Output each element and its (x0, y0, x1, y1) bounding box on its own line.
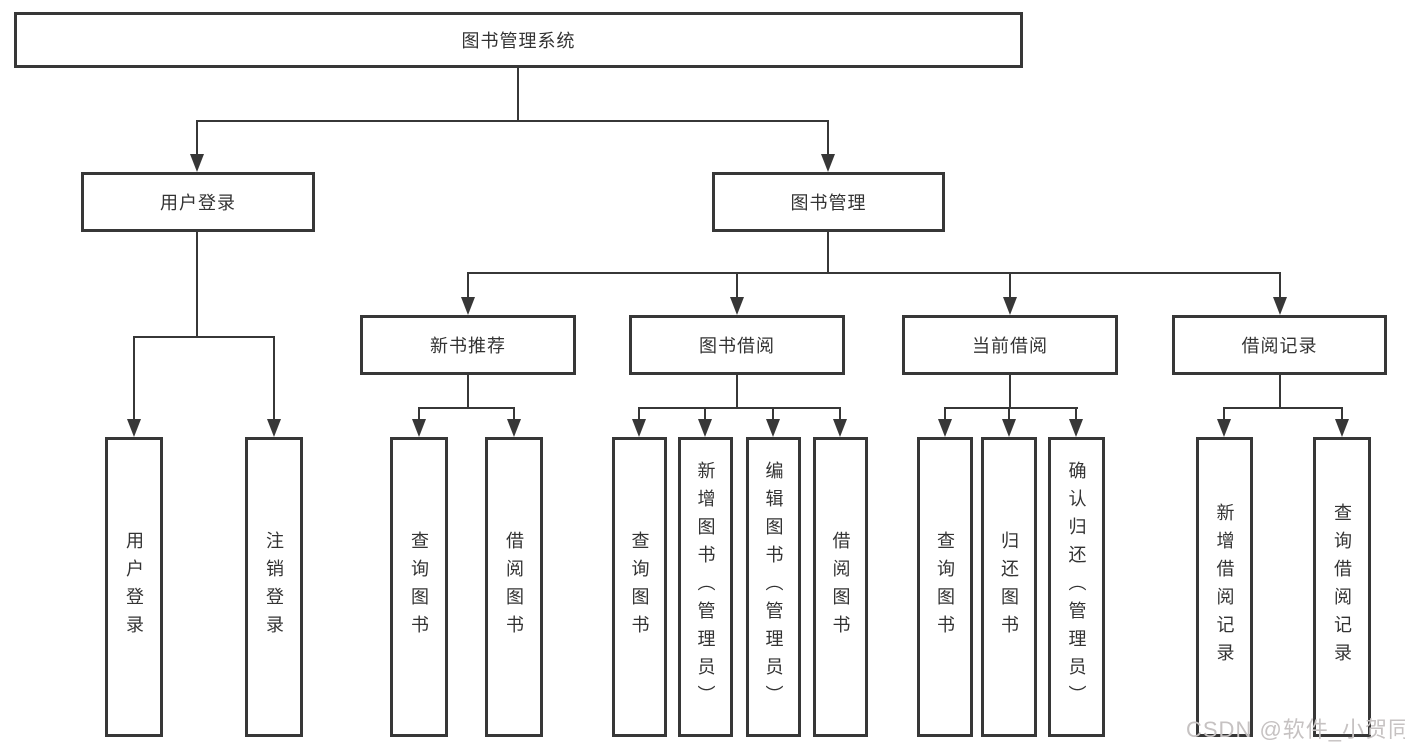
leaf-return-books: 归还图书 (981, 437, 1037, 737)
leaf-add-books-admin: 新增图书（管理员） (678, 437, 733, 737)
arrow-down-icon (938, 419, 952, 437)
arrow-down-icon (766, 419, 780, 437)
connector-hline (133, 336, 275, 338)
connector-vline (944, 407, 946, 421)
leaf-logout-login: 注销登录 (245, 437, 303, 737)
node-label: 新书推荐 (430, 336, 506, 356)
arrow-down-icon (1273, 297, 1287, 315)
connector-vline (467, 272, 469, 299)
connector-vline (1279, 375, 1281, 408)
leaf-label: 新增图书（管理员） (695, 461, 716, 713)
connector-hline (418, 407, 515, 409)
connector-vline (513, 407, 515, 421)
connector-vline (1075, 407, 1077, 421)
arrow-down-icon (1002, 419, 1016, 437)
node-label: 借阅记录 (1241, 336, 1318, 356)
arrow-down-icon (632, 419, 646, 437)
arrow-down-icon (461, 297, 475, 315)
leaf-confirm-return-admin: 确认归还（管理员） (1048, 437, 1105, 737)
arrow-down-icon (127, 419, 141, 437)
connector-vline (839, 407, 841, 421)
node-book-management: 图书管理 (712, 172, 945, 232)
connector-vline (827, 120, 829, 156)
leaf-label: 查询借阅记录 (1332, 503, 1352, 671)
arrow-down-icon (412, 419, 426, 437)
leaf-label: 用户登录 (124, 531, 144, 643)
leaf-label: 确认归还（管理员） (1066, 461, 1087, 713)
node-borrowing-records: 借阅记录 (1172, 315, 1387, 375)
leaf-label: 注销登录 (264, 531, 284, 643)
arrow-down-icon (821, 154, 835, 172)
connector-vline (1009, 272, 1011, 299)
node-label: 当前借阅 (972, 336, 1048, 356)
connector-vline (133, 336, 135, 420)
leaf-edit-books-admin: 编辑图书（管理员） (746, 437, 801, 737)
leaf-label: 查询图书 (935, 531, 955, 643)
leaf-label: 编辑图书（管理员） (763, 461, 784, 713)
leaf-label: 查询图书 (629, 531, 650, 643)
leaf-label: 借阅图书 (504, 531, 524, 643)
connector-vline (196, 120, 198, 156)
arrow-down-icon (1069, 419, 1083, 437)
node-label: 用户登录 (160, 193, 236, 213)
connector-hline (197, 120, 829, 122)
connector-vline (772, 407, 774, 421)
arrow-down-icon (1335, 419, 1349, 437)
connector-vline (517, 68, 519, 121)
connector-vline (418, 407, 420, 421)
connector-vline (1341, 407, 1343, 421)
connector-vline (704, 407, 706, 421)
arrow-down-icon (190, 154, 204, 172)
arrow-down-icon (698, 419, 712, 437)
leaf-label: 借阅图书 (830, 531, 851, 643)
connector-vline (467, 375, 469, 408)
node-label: 图书管理系统 (461, 31, 576, 51)
connector-vline (1279, 272, 1281, 299)
leaf-query-borrow-record: 查询借阅记录 (1313, 437, 1371, 737)
arrow-down-icon (1003, 297, 1017, 315)
leaf-query-books-current: 查询图书 (917, 437, 973, 737)
node-new-book-recommendation: 新书推荐 (360, 315, 576, 375)
connector-hline (1223, 407, 1343, 409)
connector-vline (196, 232, 198, 337)
arrow-down-icon (730, 297, 744, 315)
connector-vline (736, 375, 738, 408)
connector-hline (467, 272, 1281, 274)
csdn-watermark: CSDN @软件_小贺同学 (1186, 717, 1405, 742)
connector-vline (1009, 375, 1011, 408)
node-library-system: 图书管理系统 (14, 12, 1023, 68)
node-user-login: 用户登录 (81, 172, 315, 232)
leaf-user-login: 用户登录 (105, 437, 163, 737)
node-label: 图书管理 (790, 193, 867, 213)
node-label: 图书借阅 (699, 336, 775, 356)
node-book-borrowing: 图书借阅 (629, 315, 845, 375)
leaf-label: 归还图书 (999, 531, 1019, 643)
leaf-borrow-books-recommend: 借阅图书 (485, 437, 543, 737)
connector-vline (1223, 407, 1225, 421)
connector-vline (638, 407, 640, 421)
connector-hline (944, 407, 1078, 409)
leaf-add-borrow-record: 新增借阅记录 (1196, 437, 1253, 737)
leaf-label: 查询图书 (409, 531, 429, 643)
leaf-query-books-borrow: 查询图书 (612, 437, 667, 737)
node-current-borrowing: 当前借阅 (902, 315, 1118, 375)
arrow-down-icon (267, 419, 281, 437)
leaf-label: 新增借阅记录 (1214, 503, 1235, 671)
connector-vline (736, 272, 738, 299)
leaf-borrow-books: 借阅图书 (813, 437, 868, 737)
arrow-down-icon (833, 419, 847, 437)
arrow-down-icon (507, 419, 521, 437)
connector-vline (827, 232, 829, 273)
connector-vline (273, 336, 275, 420)
leaf-query-books-recommend: 查询图书 (390, 437, 448, 737)
arrow-down-icon (1217, 419, 1231, 437)
connector-vline (1008, 407, 1010, 421)
connector-hline (638, 407, 841, 409)
